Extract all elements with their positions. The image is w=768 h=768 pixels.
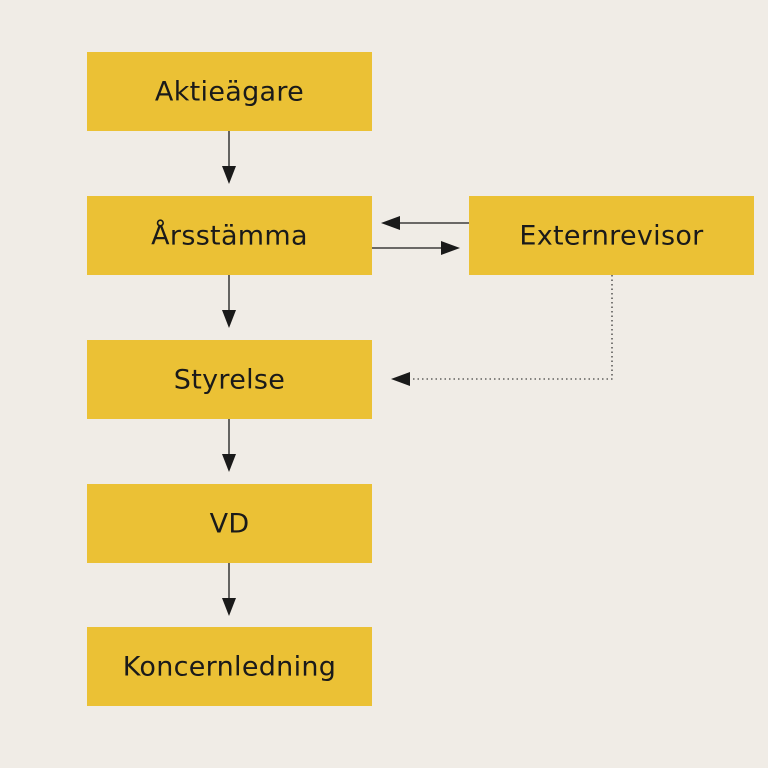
node-box: [87, 484, 372, 563]
node-label-externrevisor: Externrevisor: [519, 221, 704, 252]
node-label-vd: VD: [210, 509, 250, 540]
edge-aktieagare-to-arsstamma: [222, 131, 236, 184]
arrowhead: [222, 454, 236, 472]
edge-arsstamma-to-externrevisor: [372, 241, 460, 255]
node-box: [87, 52, 372, 131]
node-label-arsstamma: Årsstämma: [151, 220, 308, 252]
node-box: [87, 340, 372, 419]
arrowhead: [441, 241, 460, 255]
node-externrevisor: Externrevisor: [469, 196, 754, 275]
arrowhead: [222, 598, 236, 616]
node-vd: VD: [87, 484, 372, 563]
edge-line-dotted: [410, 275, 613, 380]
node-styrelse: Styrelse: [87, 340, 372, 419]
node-box: [87, 627, 372, 706]
node-label-styrelse: Styrelse: [174, 365, 285, 396]
edge-arsstamma-to-styrelse: [222, 275, 236, 328]
node-arsstamma: Årsstämma: [87, 196, 372, 275]
edge-externrevisor-to-styrelse: [391, 275, 613, 386]
arrowhead: [391, 372, 410, 386]
edge-styrelse-to-vd: [222, 419, 236, 472]
node-label-aktieagare: Aktieägare: [155, 77, 304, 108]
node-aktieagare: Aktieägare: [87, 52, 372, 131]
node-koncernledning: Koncernledning: [87, 627, 372, 706]
node-box: [469, 196, 754, 275]
edge-externrevisor-to-arsstamma: [381, 216, 469, 230]
node-label-koncernledning: Koncernledning: [123, 652, 337, 683]
edge-vd-to-koncernledning: [222, 563, 236, 616]
arrowhead: [222, 166, 236, 184]
arrowhead: [222, 310, 236, 328]
arrowhead: [381, 216, 400, 230]
node-box: [87, 196, 372, 275]
